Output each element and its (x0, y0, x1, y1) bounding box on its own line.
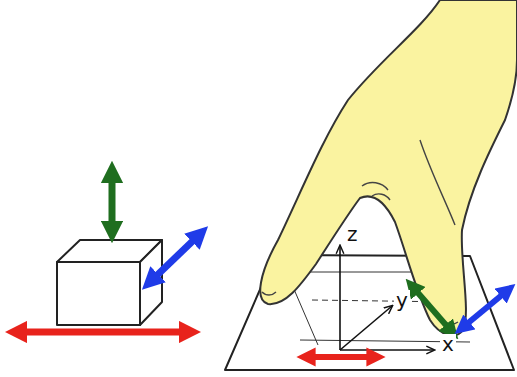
axis-label: y (394, 290, 410, 310)
hand (260, 0, 517, 335)
red-arrow (16, 329, 190, 336)
axis-label: x (440, 334, 456, 354)
blue-arrow (150, 234, 200, 282)
green-arrow (412, 286, 452, 332)
blue-arrow (462, 290, 508, 328)
cube (57, 240, 162, 325)
red-arrow (306, 354, 376, 360)
axis-label: z (345, 224, 360, 244)
green-arrow (109, 172, 116, 232)
hand-creases (262, 140, 458, 324)
